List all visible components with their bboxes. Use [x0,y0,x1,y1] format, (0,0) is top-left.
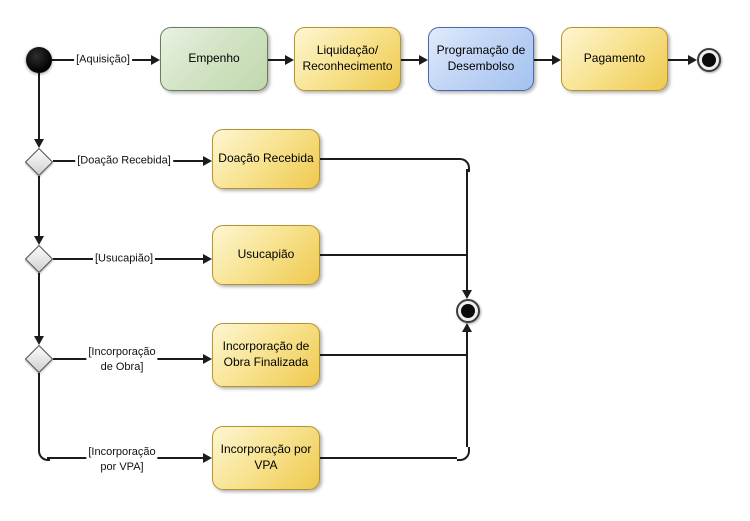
arrowhead-into-doacao-icon [203,156,212,166]
edge-decision2-to-decision3-line [38,273,40,337]
elbow-top-right [457,158,470,172]
arrowhead-into-pagamento-icon [552,55,561,65]
action-label: Programação de Desembolso [436,43,526,73]
decision-node-2 [24,244,54,274]
edge-decision1-to-decision2-line [38,176,40,237]
final-node-dot [702,53,716,67]
final-node-merge [456,299,480,323]
edge-empenho-to-liquidacao-line [268,59,286,61]
arrowhead-into-obra-icon [203,354,212,364]
edge-usucapiao-to-merge-line [320,254,466,256]
guard-label-usucapiao: [Usucapião] [92,251,156,267]
arrowhead-into-empenho-icon [151,55,160,65]
action-label: Incorporação de Obra Finalizada [222,339,310,369]
edge-pagamento-to-final-line [668,59,689,61]
final-node-main [697,48,721,72]
arrowhead-into-merge-final-top-icon [462,290,472,299]
arrowhead-into-decision3-icon [34,336,44,345]
edge-start-to-decision1-line [38,73,40,140]
action-node-doacao-recebida: Doação Recebida [212,129,320,189]
action-node-usucapiao: Usucapião [212,225,320,285]
action-label: Usucapião [237,247,295,262]
edge-vpa-to-merge-line [320,457,457,459]
arrowhead-into-programacao-icon [419,55,428,65]
guard-label-incorporacao-vpa: [Incorporação por VPA] [86,445,158,475]
action-node-incorporacao-obra: Incorporação de Obra Finalizada [212,323,320,387]
action-label: Incorporação por VPA [220,442,312,472]
edge-programacao-to-pagamento-line [534,59,553,61]
arrowhead-into-usucapiao-icon [203,254,212,264]
initial-node [26,47,52,73]
arrowhead-into-final-icon [688,55,697,65]
merge-vertical-bottom-line [466,332,468,447]
final-node-dot [461,304,475,318]
action-label: Doação Recebida [218,151,314,166]
action-label: Liquidação/ Reconhecimento [302,43,393,73]
action-node-pagamento: Pagamento [561,27,668,91]
guard-label-aquisicao: [Aquisição] [74,52,132,68]
arrowhead-into-vpa-icon [203,453,212,463]
decision-node-3 [24,344,54,374]
merge-vertical-top-line [466,169,468,290]
elbow-bottom-right [457,447,470,461]
decision-node-1 [24,147,54,177]
action-label: Empenho [188,51,240,66]
guard-label-incorporacao-obra: [Incorporação de Obra] [86,345,158,375]
edge-doacao-to-merge-line [320,158,457,160]
arrowhead-into-liquidacao-icon [285,55,294,65]
edge-liquidacao-to-programacao-line [401,59,420,61]
edge-obra-to-merge-line [320,354,466,356]
edge-decision3-to-vpa-vertical-line [38,373,40,447]
guard-label-doacao-recebida: [Doação Recebida] [75,153,173,169]
action-node-liquidacao: Liquidação/ Reconhecimento [294,27,401,91]
action-node-incorporacao-vpa: Incorporação por VPA [212,426,320,490]
arrowhead-into-merge-final-bottom-icon [462,323,472,332]
action-node-programacao: Programação de Desembolso [428,27,534,91]
arrowhead-into-decision1-icon [34,139,44,148]
action-label: Pagamento [583,51,646,66]
arrowhead-into-decision2-icon [34,236,44,245]
elbow-bottom-left [38,447,50,461]
action-node-empenho: Empenho [160,27,268,91]
